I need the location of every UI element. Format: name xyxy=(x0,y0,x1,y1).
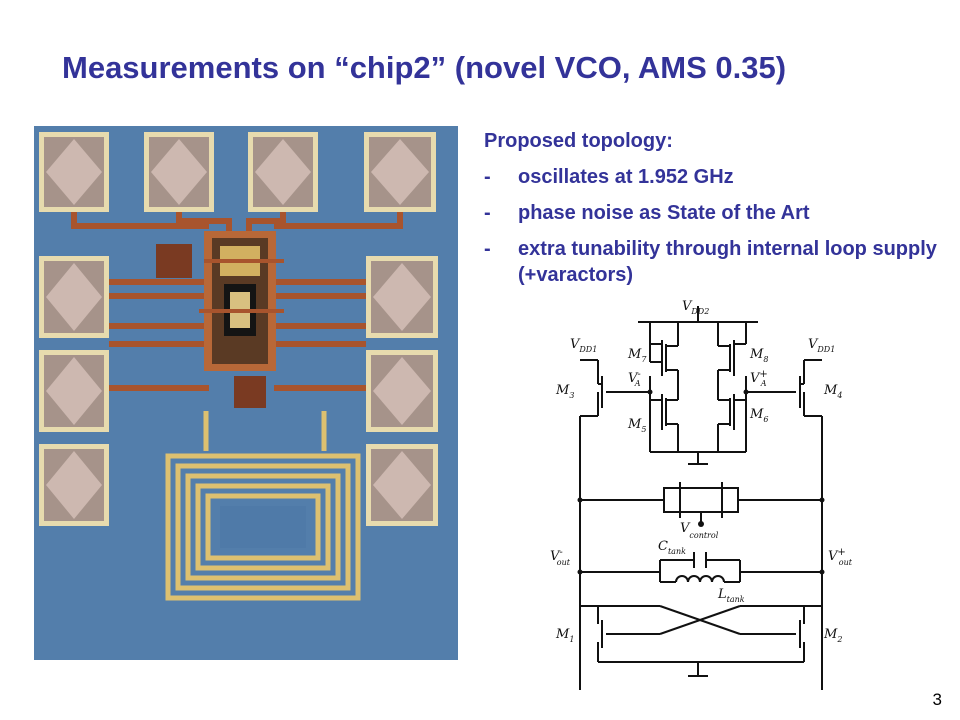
label-m4: M4 xyxy=(823,383,842,400)
schematic-wires xyxy=(579,306,823,690)
bullet-dash: - xyxy=(484,238,491,260)
label-m3: M3 xyxy=(555,383,574,400)
page-number: 3 xyxy=(932,690,942,709)
label-m6: M6 xyxy=(749,407,768,424)
slide-title: Measurements on “chip2” (novel VCO, AMS … xyxy=(62,50,787,85)
bullet-item: - oscillates at 1.952 GHz xyxy=(484,164,944,190)
metal-routing xyxy=(71,212,403,391)
label-ltank: Ltank xyxy=(717,587,745,604)
label-vdd1-right: VDD1 xyxy=(808,337,835,354)
bullet-text: oscillates at 1.952 GHz xyxy=(518,166,734,188)
label-vdd1-left: VDD1 xyxy=(570,337,597,354)
label-m7: M7 xyxy=(627,347,647,364)
label-va-plus: V+A xyxy=(750,369,768,388)
schematic-nodes xyxy=(577,389,825,575)
label-m1: M1 xyxy=(555,627,574,644)
bullet-text: extra tunability through internal loop s… xyxy=(518,238,937,286)
bullet-dash: - xyxy=(484,166,491,188)
label-vout-minus: V-out xyxy=(550,547,571,567)
label-vcontrol: Vcontrol xyxy=(680,521,719,540)
label-va-minus: V-A xyxy=(628,369,641,388)
bullet-text: phase noise as State of the Art xyxy=(518,202,810,224)
label-m8: M8 xyxy=(749,347,768,364)
schematic-labels: VDD2 VDD1 VDD1 M7 M8 V-A V+A M3 M4 M5 M6… xyxy=(550,299,853,644)
spiral-inductor xyxy=(165,411,361,601)
bullet-list: Proposed topology: - oscillates at 1.952… xyxy=(484,128,944,298)
chip-micrograph xyxy=(34,126,458,660)
label-m5: M5 xyxy=(627,417,646,434)
label-m2: M2 xyxy=(823,627,842,644)
bond-pads xyxy=(39,132,438,526)
label-ctank: Ctank xyxy=(658,539,686,556)
label-vdd2: VDD2 xyxy=(682,299,709,316)
core-circuit xyxy=(156,231,284,408)
label-vout-plus: V+out xyxy=(828,547,853,567)
bullet-dash: - xyxy=(484,202,491,224)
bullet-heading: Proposed topology: xyxy=(484,130,673,152)
vco-schematic: VDD2 VDD1 VDD1 M7 M8 V-A V+A M3 M4 M5 M6… xyxy=(550,299,853,690)
bullet-item: - extra tunability through internal loop… xyxy=(484,236,944,288)
bullet-item: - phase noise as State of the Art xyxy=(484,200,944,226)
